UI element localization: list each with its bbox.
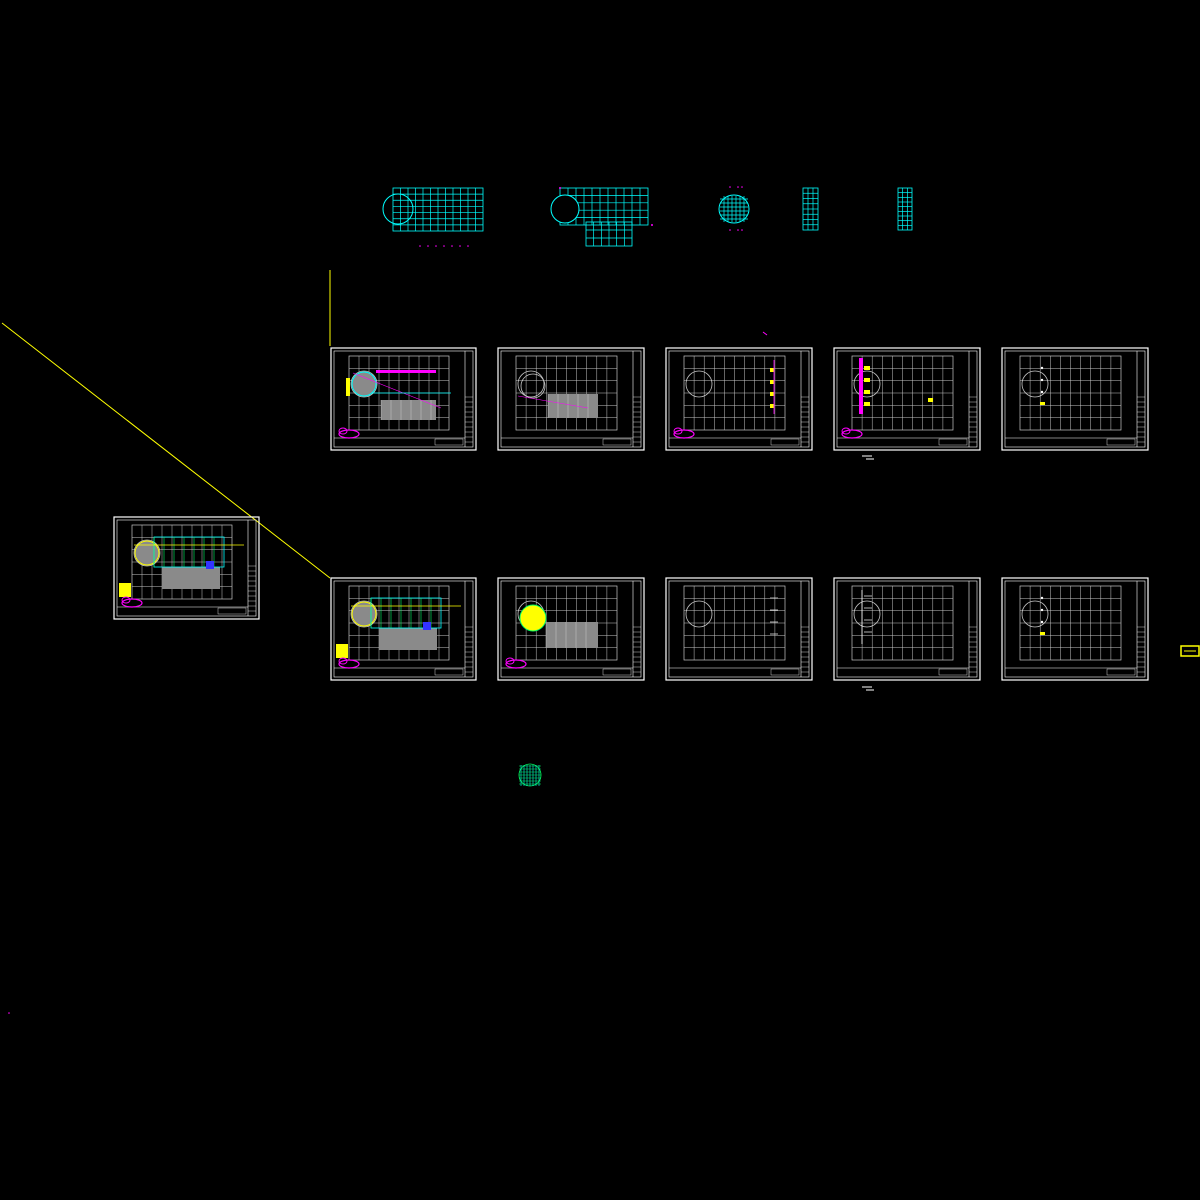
- sheet-bottom-4[interactable]: [833, 577, 981, 681]
- small-grid-blob: [518, 763, 542, 787]
- sheet-bottom-3[interactable]: [665, 577, 813, 681]
- ellipse-sketch: [718, 186, 750, 231]
- stray-point: [8, 1012, 10, 1014]
- sheet-top-1[interactable]: [330, 347, 477, 451]
- sheet-top-2[interactable]: [497, 347, 645, 451]
- side-tag[interactable]: [1180, 645, 1200, 657]
- strip-sketch-1: [802, 187, 819, 231]
- sheet-bottom-1[interactable]: [330, 577, 477, 681]
- plan-sketch-2: [550, 187, 653, 247]
- leader-line: [1, 270, 331, 579]
- section-mark-bottom: [862, 686, 874, 691]
- sheet-top-3[interactable]: [665, 347, 813, 451]
- stray-tick: [762, 331, 768, 336]
- sheet-bottom-2[interactable]: [497, 577, 645, 681]
- plan-sketch-1: [382, 187, 484, 247]
- sheet-top-4[interactable]: [833, 347, 981, 451]
- section-mark-top: [862, 455, 874, 460]
- sheet-bottom-5[interactable]: [1001, 577, 1149, 681]
- sheet-left[interactable]: [113, 516, 260, 620]
- strip-sketch-2: [897, 187, 913, 231]
- sheet-top-5[interactable]: [1001, 347, 1149, 451]
